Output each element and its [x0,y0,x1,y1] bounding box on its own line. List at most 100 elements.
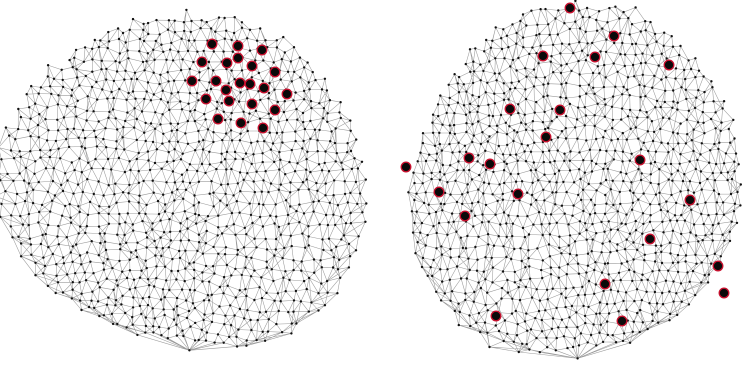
mesh-vertex [292,259,295,262]
mesh-vertex [628,159,631,162]
mesh-vertex [593,268,596,272]
mesh-vertex [248,112,251,115]
mesh-vertex [343,192,347,196]
mesh-vertex [110,312,114,316]
mesh-vertex [511,23,514,26]
mesh-vertex [355,138,358,141]
mesh-vertex [114,299,118,302]
mesh-vertex [683,204,686,207]
mesh-vertex [307,276,311,280]
mesh-vertex [522,46,525,49]
mesh-vertex [560,252,563,255]
mesh-vertex [136,241,139,244]
mesh-vertex [641,212,645,215]
mesh-vertex [14,138,17,141]
mesh-vertex [641,321,644,324]
mesh-vertex [347,266,351,269]
mesh-vertex [258,311,261,314]
mesh-vertex [685,118,689,121]
mesh-vertex [87,305,91,309]
mesh-vertex [152,331,155,334]
mesh-vertex [238,139,242,142]
mesh-vertex [356,202,359,206]
mesh-vertex [555,181,558,184]
mesh-vertex [453,309,456,313]
mesh-vertex [546,298,549,301]
mesh-vertex [124,119,127,123]
mesh-vertex [277,188,280,191]
mesh-vertex [97,212,101,215]
mesh-vertex [672,280,675,283]
highlighted-vertex [221,57,233,69]
mesh-vertex [134,249,138,252]
mesh-vertex [349,211,352,215]
mesh-vertex [29,243,33,246]
mesh-vertex [554,17,557,20]
mesh-vertex [258,117,262,120]
mesh-vertex [524,67,527,70]
mesh-vertex [590,170,594,173]
mesh-vertex [653,260,657,263]
mesh-vertex [211,265,215,268]
mesh-vertex [649,203,652,206]
mesh-vertex [479,79,482,82]
highlighted-vertex [554,104,566,116]
mesh-vertex [29,117,32,120]
mesh-vertex [637,137,640,140]
mesh-vertex [642,141,645,144]
mesh-vertex [699,153,702,156]
mesh-vertex [240,21,244,24]
mesh-vertex [638,83,641,87]
mesh-vertex [135,138,138,142]
mesh-vertex [518,298,522,302]
mesh-vertex [524,97,528,101]
highlighted-vertex [490,310,502,322]
mesh-vertex [226,284,229,287]
mesh-vertex [462,83,465,86]
mesh-vertex [549,60,552,63]
mesh-vertex [88,200,92,204]
mesh-vertex [639,30,642,33]
mesh-vertex [275,322,278,326]
mesh-vertex [246,121,250,124]
mesh-vertex [225,29,228,32]
mesh-vertex [527,233,531,236]
mesh-vertex [503,181,506,185]
mesh-vertex [584,114,588,117]
mesh-vertex [261,79,264,83]
mesh-vertex [128,28,131,31]
mesh-vertex [636,311,639,315]
mesh-vertex [234,296,237,299]
mesh-vertex [671,131,675,134]
mesh-vertex [523,235,527,239]
mesh-vertex [46,190,50,193]
mesh-vertex [497,144,500,148]
mesh-vertex [261,160,264,164]
mesh-vertex [487,103,490,107]
mesh-vertex [12,157,16,160]
mesh-vertex [647,149,650,153]
mesh-vertex [175,334,179,337]
mesh-vertex [83,46,87,49]
mesh-vertex [556,136,560,139]
mesh-vertex [510,190,514,193]
mesh-vertex [97,281,100,284]
mesh-vertex [630,181,633,184]
mesh-vertex [720,171,723,174]
mesh-vertex [732,210,736,213]
mesh-vertex [115,147,118,150]
mesh-vertex [568,252,572,256]
mesh-vertex [240,26,244,29]
mesh-vertex [422,201,426,205]
mesh-vertex [604,76,607,79]
mesh-vertex [712,100,715,103]
mesh-vertex [294,91,297,94]
mesh-vertex [60,183,63,187]
mesh-vertex [74,272,77,275]
mesh-vertex [111,322,115,326]
mesh-vertex [47,223,50,227]
mesh-vertex [589,333,593,337]
mesh-vertex [187,239,191,242]
mesh-vertex [611,127,614,130]
mesh-vertex [83,136,87,140]
